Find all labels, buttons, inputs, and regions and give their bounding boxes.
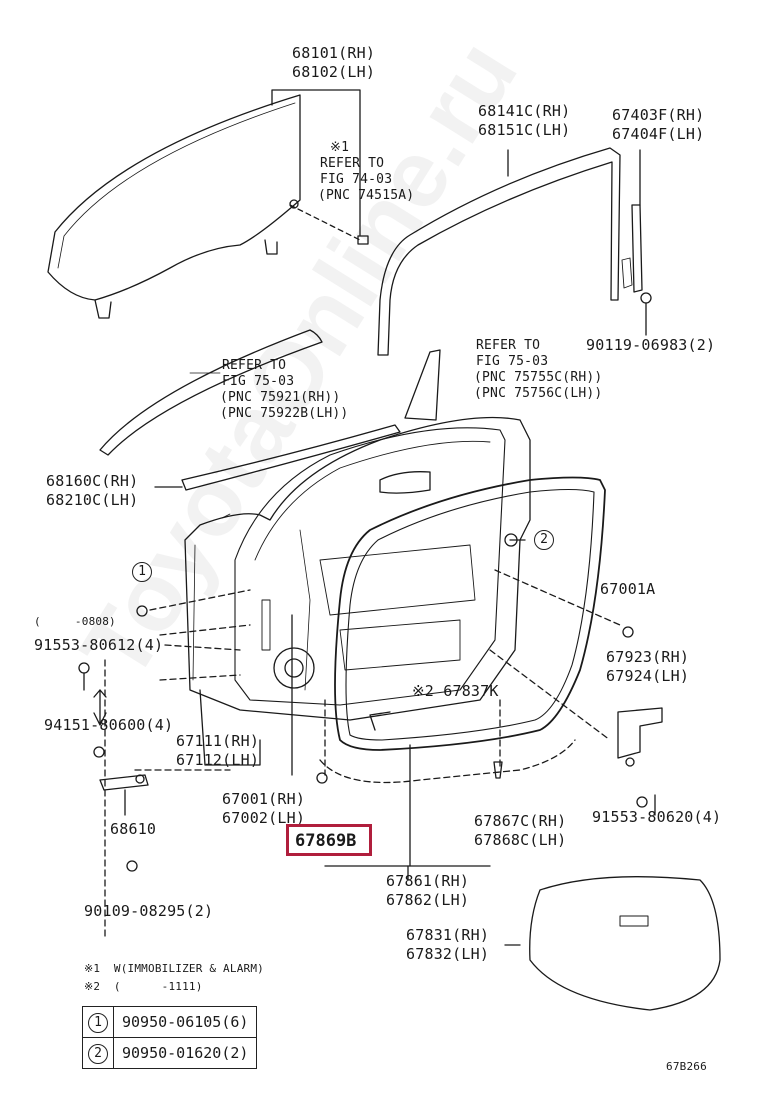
belt-moulding	[181, 424, 401, 491]
label-run-lh: 68151C(LH)	[478, 121, 571, 139]
label-door-lh: 67002(LH)	[222, 809, 306, 827]
label-cover-lh: 67832(LH)	[406, 945, 490, 963]
label-belt-rh: 68160C(RH)	[46, 472, 139, 490]
ref3-line1: REFER TO	[476, 338, 541, 353]
footnote-1: ※1 W(IMMOBILIZER & ALARM)	[84, 962, 264, 975]
legend-key: 2	[88, 1043, 108, 1064]
label-door-rh: 67001(RH)	[222, 790, 306, 808]
ref2-line1: REFER TO	[222, 358, 287, 373]
footnote-2: ※2 ( -1111)	[84, 980, 203, 993]
ref1-line3: (PNC 74515A)	[318, 188, 415, 203]
legend-row: 1 90950-06105(6)	[82, 1006, 258, 1038]
highlighted-part[interactable]: 67869B	[286, 824, 372, 856]
label-bolt-1: 90119-06983(2)	[586, 336, 716, 354]
glass-run	[377, 147, 621, 356]
bolt-icon	[78, 662, 90, 674]
label-belt-lh: 68210C(LH)	[46, 491, 139, 509]
label-run-rh: 68141C(RH)	[478, 102, 571, 120]
label-door-check: 68610	[110, 820, 157, 838]
label-wsd-lh: 67862(LH)	[386, 891, 470, 909]
ref3-line4: (PNC 75756C(LH))	[474, 386, 603, 401]
service-hole-cover	[529, 876, 721, 1011]
ref2-line4: (PNC 75922B(LH))	[220, 406, 349, 421]
ref2-line3: (PNC 75921(RH))	[220, 390, 341, 405]
bolt-icon	[93, 746, 105, 758]
ref3-line2: FIG 75-03	[476, 354, 549, 369]
label-bolt-4: 91553-80620(4)	[592, 808, 722, 826]
figure-code: 67B266	[666, 1060, 707, 1073]
clip-icon	[316, 772, 328, 784]
door-check	[99, 774, 149, 791]
label-weatherstrip-rh: 67111(RH)	[176, 732, 260, 750]
clip-icon	[136, 605, 148, 617]
label-glass-lh: 68102(LH)	[292, 63, 376, 81]
label-67001a: 67001A	[600, 580, 656, 598]
door-glass	[47, 94, 301, 301]
ref1-line2: FIG 74-03	[320, 172, 393, 187]
door-weatherstrip	[334, 476, 606, 751]
label-weatherstrip-lh: 67112(LH)	[176, 751, 260, 769]
ref1-mark: ※1	[330, 140, 350, 155]
legend-row: 2 90950-01620(2)	[82, 1037, 258, 1069]
clip-icon	[504, 533, 518, 547]
bolt-icon	[636, 796, 648, 808]
legend-part: 90950-01620(2)	[112, 1037, 258, 1069]
ref1-line1: REFER TO	[320, 156, 385, 171]
callout-2: 2	[534, 530, 554, 550]
callout-1: 1	[132, 562, 152, 582]
label-hinge-lh: 67924(LH)	[606, 667, 690, 685]
legend-key: 1	[88, 1012, 108, 1033]
seal-strip	[631, 204, 643, 293]
label-wsd-rh: 67861(RH)	[386, 872, 470, 890]
ref2-line2: FIG 75-03	[222, 374, 295, 389]
label-date-range: ( -0808)	[34, 615, 116, 628]
door-hinge	[617, 707, 663, 759]
label-67837k: ※2 67837K	[412, 682, 499, 700]
label-cover-rh: 67831(RH)	[406, 926, 490, 944]
label-bolt-2: 91553-80612(4)	[34, 636, 164, 654]
door-inner-frame	[234, 427, 506, 706]
label-seal-lh: 67404F(LH)	[612, 125, 705, 143]
label-bolt-3: 94151-80600(4)	[44, 716, 174, 734]
bolt-icon	[126, 860, 138, 872]
outer-moulding	[99, 329, 323, 456]
label-bolt-5: 90109-08295(2)	[84, 902, 214, 920]
label-clip-rh: 67867C(RH)	[474, 812, 567, 830]
label-seal-rh: 67403F(RH)	[612, 106, 705, 124]
clip-icon	[493, 761, 503, 779]
label-glass-rh: 68101(RH)	[292, 44, 376, 62]
label-clip-lh: 67868C(LH)	[474, 831, 567, 849]
highlighted-part-number: 67869B	[295, 831, 357, 851]
ref3-line3: (PNC 75755C(RH))	[474, 370, 603, 385]
legend-table: 1 90950-06105(6) 2 90950-01620(2)	[82, 1006, 258, 1069]
label-hinge-rh: 67923(RH)	[606, 648, 690, 666]
bolt-icon	[622, 626, 634, 638]
corner-piece	[404, 349, 441, 421]
legend-part: 90950-06105(6)	[112, 1006, 258, 1038]
